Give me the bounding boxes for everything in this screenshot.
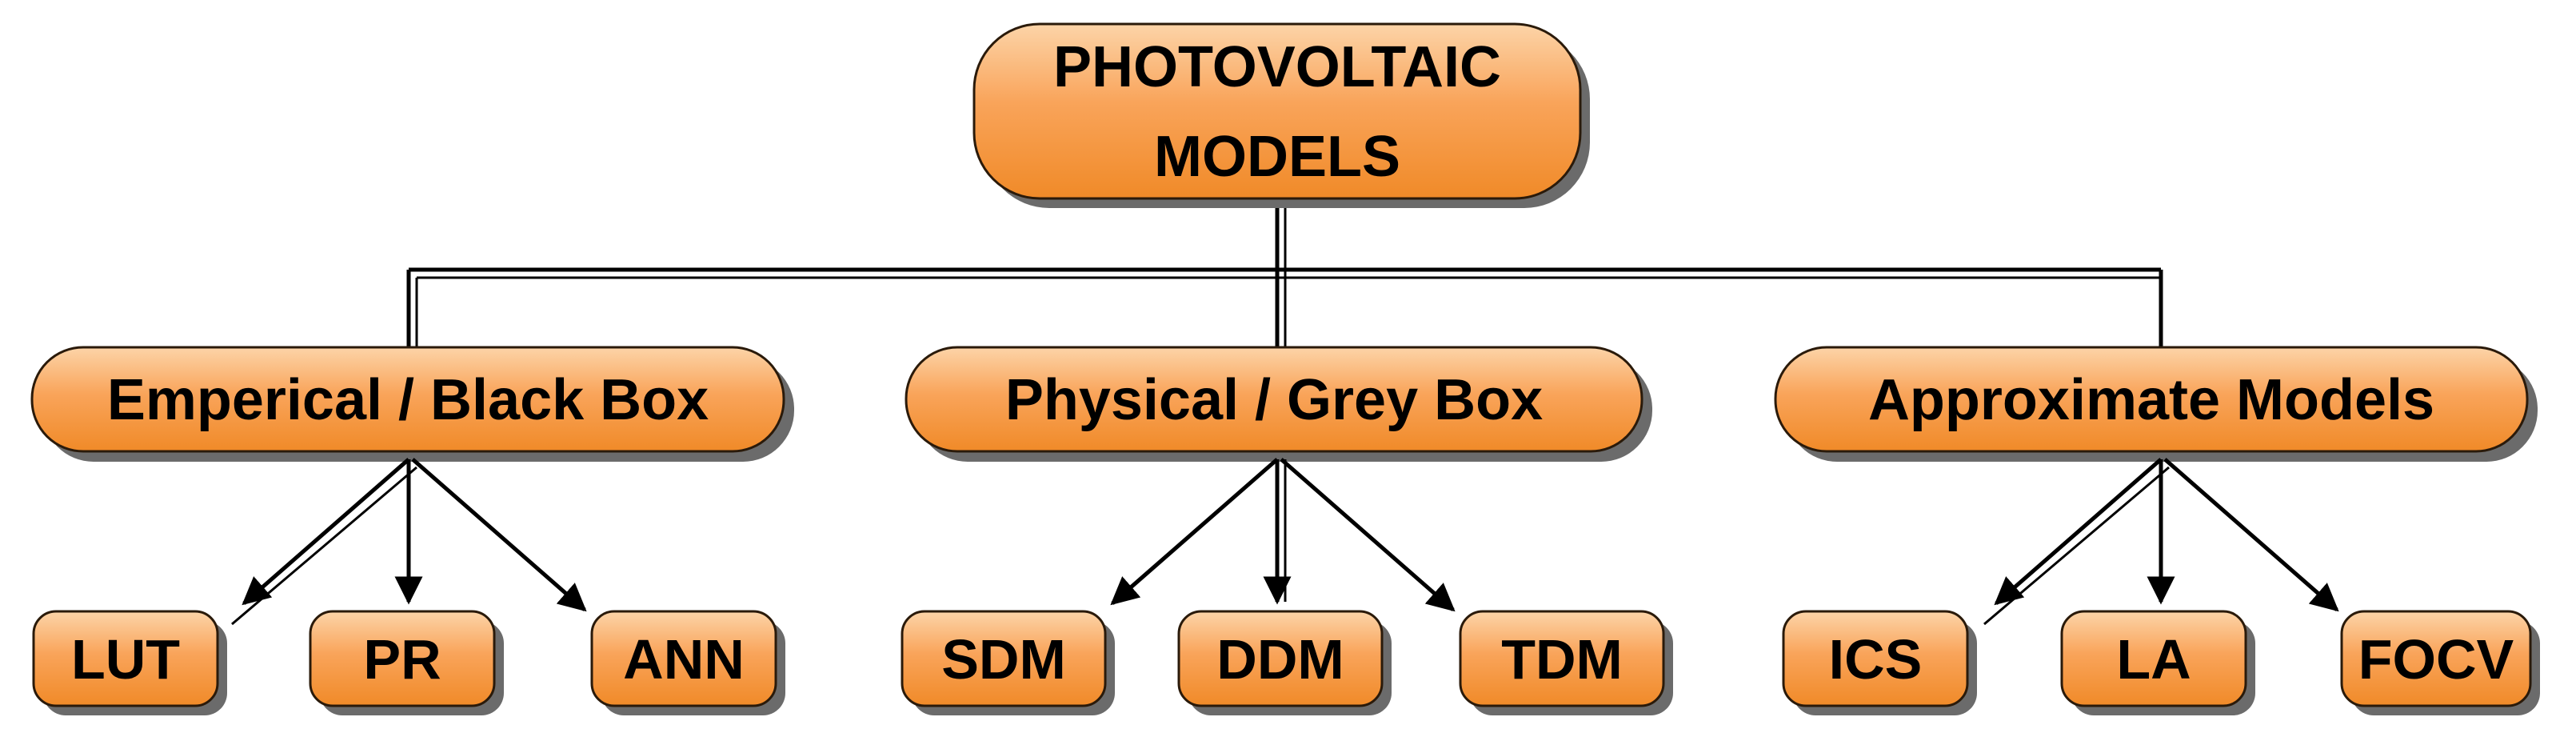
leaf-tdm: TDM bbox=[1459, 610, 1673, 715]
arrow-to-sdm bbox=[1110, 458, 1279, 606]
leaf-ddm-box bbox=[1177, 610, 1384, 707]
leaf-pr-box bbox=[309, 610, 496, 707]
root-node: PHOTOVOLTAIC MODELS bbox=[972, 22, 1590, 208]
arrows-physical bbox=[1110, 458, 1456, 612]
connector-tree bbox=[406, 202, 2163, 350]
leaf-tdm-label: TDM bbox=[1501, 628, 1623, 691]
leaf-ics: ICS bbox=[1782, 610, 1977, 715]
leaf-la-label: LA bbox=[2116, 628, 2191, 691]
arrow-to-focv bbox=[2163, 458, 2339, 612]
root-title-line-1: PHOTOVOLTAIC bbox=[1053, 35, 1501, 99]
category-physical: Physical / Grey Box bbox=[905, 346, 1652, 462]
leaf-ddm-label: DDM bbox=[1216, 628, 1344, 691]
leaf-lut: LUT bbox=[32, 610, 227, 715]
root-stem bbox=[1275, 202, 1287, 350]
leaf-pr: PR bbox=[309, 610, 504, 715]
horizontal-bus bbox=[409, 267, 2161, 279]
leaf-la-box bbox=[2060, 610, 2247, 707]
category-approximate-label: Approximate Models bbox=[1868, 368, 2434, 432]
category-empirical: Emperical / Black Box bbox=[30, 346, 794, 462]
leaf-focv-box bbox=[2340, 610, 2532, 707]
bus-drop-left bbox=[406, 270, 418, 350]
leaf-ann-label: ANN bbox=[623, 628, 745, 691]
category-approximate: Approximate Models bbox=[1774, 346, 2538, 462]
leaf-sdm: SDM bbox=[901, 610, 1115, 715]
leaf-ann: ANN bbox=[590, 610, 785, 715]
category-physical-label: Physical / Grey Box bbox=[1005, 368, 1543, 432]
arrow-to-lut-offset bbox=[231, 466, 417, 626]
category-empirical-label: Emperical / Black Box bbox=[107, 368, 709, 432]
leaf-lut-box bbox=[32, 610, 219, 707]
arrow-to-lut bbox=[242, 458, 410, 606]
arrow-to-ann bbox=[411, 458, 587, 612]
arrows-empirical bbox=[231, 458, 587, 626]
leaf-ddm: DDM bbox=[1177, 610, 1392, 715]
arrow-to-ics-offset bbox=[1983, 466, 2170, 626]
arrow-to-ics bbox=[1994, 458, 2163, 606]
category-approximate-box bbox=[1774, 346, 2529, 453]
leaf-lut-label: LUT bbox=[71, 628, 180, 691]
category-empirical-box bbox=[30, 346, 785, 453]
leaf-ann-box bbox=[590, 610, 777, 707]
leaf-focv-label: FOCV bbox=[2358, 628, 2514, 691]
leaf-sdm-box bbox=[901, 610, 1107, 707]
leaf-sdm-label: SDM bbox=[941, 628, 1066, 691]
category-physical-box bbox=[905, 346, 1643, 453]
leaf-ics-label: ICS bbox=[1829, 628, 1923, 691]
leaf-tdm-box bbox=[1459, 610, 1665, 707]
leaf-focv: FOCV bbox=[2340, 610, 2540, 715]
root-title-line-2: MODELS bbox=[1154, 125, 1400, 189]
leaf-ics-box bbox=[1782, 610, 1969, 707]
arrows-approximate bbox=[1983, 458, 2339, 626]
leaf-la: LA bbox=[2060, 610, 2255, 715]
root-node-box bbox=[972, 22, 1582, 200]
arrow-to-tdm bbox=[1280, 458, 1456, 612]
leaf-pr-label: PR bbox=[363, 628, 441, 691]
